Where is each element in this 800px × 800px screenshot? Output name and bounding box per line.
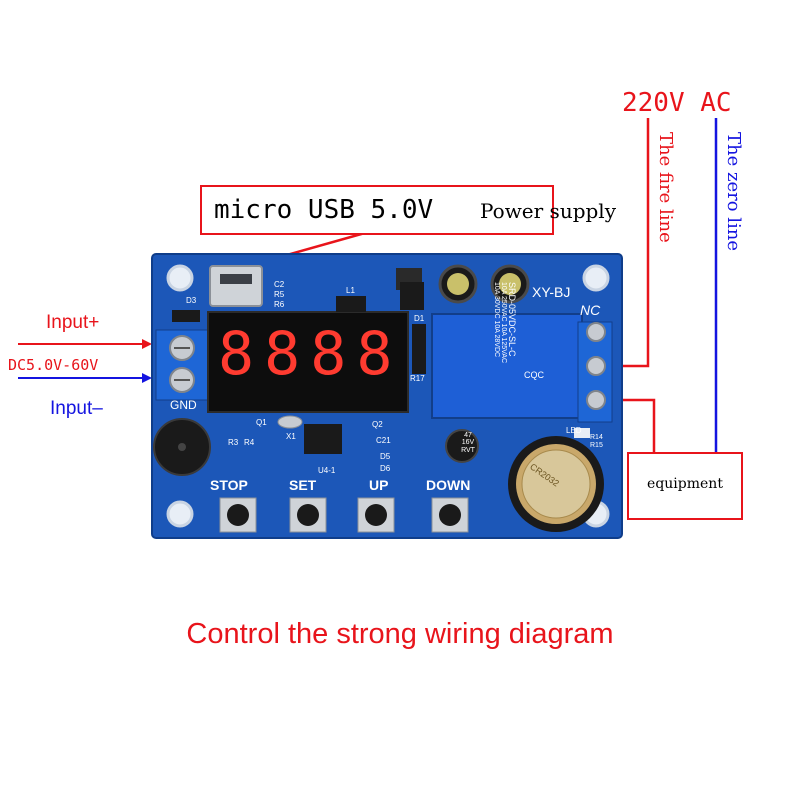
- relay-text: SRD-05VDC-SL-C 10A 250VAC 10A 125VAC 10A…: [493, 282, 517, 382]
- silk-d6: D6: [380, 464, 391, 473]
- silk-u4-1: U4-1: [318, 466, 336, 475]
- relay: [431, 313, 583, 419]
- micro-usb-port: [209, 265, 263, 307]
- gnd-label: GND: [170, 398, 197, 412]
- silk-r4: R4: [244, 438, 255, 447]
- relay-line-3: 10A 30VDC 10A 28VDC: [493, 282, 500, 358]
- silk-q1: Q1: [256, 418, 267, 427]
- up-button-label: UP: [369, 477, 389, 493]
- silk-r14: R14: [590, 434, 603, 441]
- led-display: [207, 311, 409, 413]
- capacitors: [438, 264, 530, 463]
- usb-power-label-box: micro USB 5.0V Power supply: [200, 185, 616, 235]
- equipment-label: equipment: [647, 476, 723, 492]
- silk-l1: L1: [346, 286, 355, 295]
- silk-r17: R17: [410, 374, 425, 383]
- mounting-holes: [166, 264, 610, 528]
- relay-terminal-block: [577, 321, 613, 423]
- silk-r15: R15: [590, 442, 603, 449]
- silk-c2: C2: [274, 280, 285, 289]
- battery-holder: [508, 436, 604, 532]
- silk-r3: R3: [228, 438, 239, 447]
- silk-led: LED: [566, 426, 582, 435]
- silk-d5: D5: [380, 452, 391, 461]
- silk-r5: R5: [274, 290, 285, 299]
- equipment-box: equipment: [627, 452, 743, 520]
- input-plus-label: Input+: [46, 312, 100, 333]
- input-terminal-block: [155, 329, 209, 401]
- stop-button-label: STOP: [210, 477, 248, 493]
- capacitor-label: 47 16V RVT: [461, 432, 475, 454]
- silk-d1: D1: [414, 314, 425, 323]
- down-button-label: DOWN: [426, 477, 471, 493]
- silk-c21: C21: [376, 436, 391, 445]
- board-model-label: XY-BJ: [532, 284, 571, 300]
- display-digits: 8888: [218, 319, 403, 389]
- zero-line-label: The zero line: [723, 132, 744, 252]
- relay-line-2: 10A 250VAC 10A 125VAC: [500, 282, 507, 364]
- silk-x1: X1: [286, 432, 296, 441]
- fire-line-label: The fire line: [655, 132, 676, 243]
- power-supply-text: Power supply: [480, 199, 617, 223]
- silk-d3: D3: [186, 296, 197, 305]
- usb-voltage-text: micro USB 5.0V: [214, 195, 434, 225]
- relay-line-1: SRD-05VDC-SL-C: [507, 282, 517, 357]
- silk-q2: Q2: [372, 420, 383, 429]
- pcb-board: [151, 253, 623, 539]
- nc-label: NC: [580, 302, 601, 318]
- diagram-caption: Control the strong wiring diagram: [186, 618, 614, 650]
- ac-voltage-title: 220V AC: [622, 88, 732, 118]
- silk-r6: R6: [274, 300, 285, 309]
- dc-voltage-range-label: DC5.0V-60V: [8, 356, 99, 374]
- input-minus-label: Input–: [50, 398, 103, 419]
- button-row: [219, 497, 469, 533]
- relay-brand: CQC: [524, 370, 544, 380]
- set-button-label: SET: [289, 477, 317, 493]
